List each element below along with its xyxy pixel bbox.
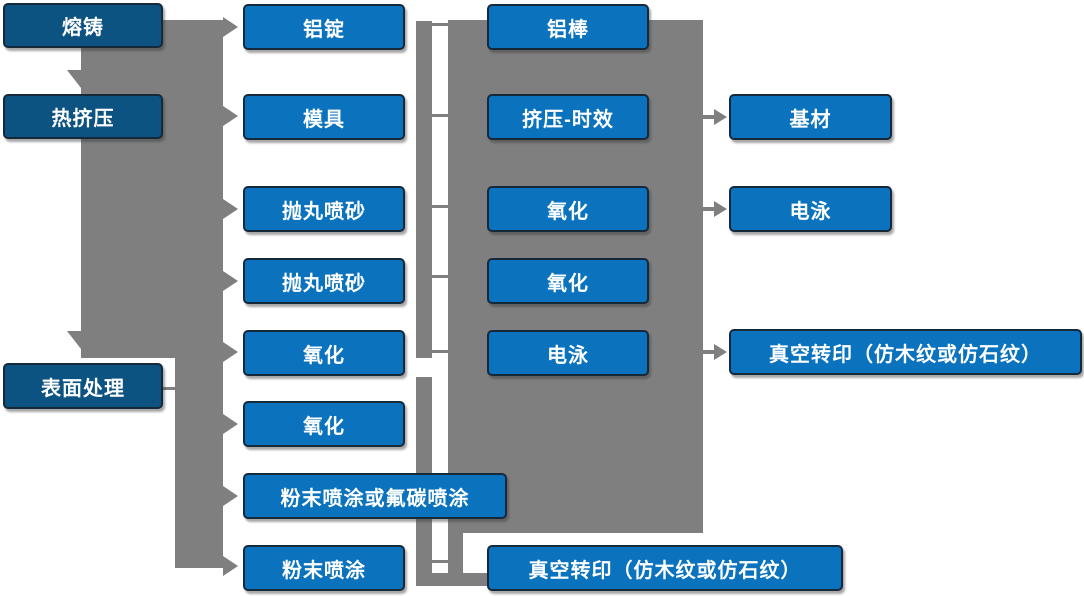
connector-bottom-bar [416, 573, 488, 586]
node-powder-or-fluorocarbon-coating: 粉末喷涂或氟碳喷涂 [243, 473, 507, 519]
node-melting-casting: 熔铸 [3, 3, 163, 48]
node-oxidation-c3-1: 氧化 [487, 186, 649, 232]
connector-surface-treatment-link [163, 387, 177, 390]
link-line-aluminum-rod [432, 23, 448, 26]
right-arrow-to-aluminum-ingot [223, 17, 238, 37]
node-shot-blasting-2: 抛丸喷砂 [243, 258, 405, 304]
node-aluminum-rod: 铝棒 [487, 4, 649, 50]
connector-left-lower-bar [175, 358, 223, 568]
link-line-vacuum-transfer-row [432, 560, 448, 563]
node-aluminum-ingot: 铝锭 [243, 4, 405, 50]
right-arrow-to-mold [223, 106, 238, 126]
right-arrow-to-oxidation-1 [223, 342, 238, 362]
node-oxidation-c2-1: 氧化 [243, 330, 405, 376]
node-oxidation-c3-2: 氧化 [487, 258, 649, 304]
small-arrow-head-electrophoresis [714, 201, 727, 217]
node-mold: 模具 [243, 94, 405, 140]
node-electrophoresis-c3: 电泳 [487, 330, 649, 376]
right-arrow-to-oxidation-2 [223, 414, 238, 434]
small-arrow-head-vacuum-transfer [714, 344, 727, 360]
small-arrow-head-base-material [714, 109, 727, 125]
node-extrusion-aging: 挤压-时效 [487, 94, 649, 140]
link-line-oxidation-row4 [432, 275, 448, 278]
connector-right-block-extension [448, 533, 463, 586]
right-arrow-to-powder-fluorocarbon [223, 486, 238, 506]
small-arrow-shaft-base-material [703, 115, 716, 119]
connector-left-block [81, 20, 223, 358]
node-powder-coating: 粉末喷涂 [243, 545, 405, 591]
down-arrow-to-hot-extrusion [67, 70, 95, 88]
node-surface-treatment: 表面处理 [3, 363, 163, 409]
link-line-oxidation-row3 [432, 205, 448, 208]
node-hot-extrusion: 热挤压 [3, 94, 163, 139]
connector-mid-bar-upper [416, 21, 432, 358]
node-oxidation-c2-2: 氧化 [243, 401, 405, 447]
link-line-extrusion-aging [432, 114, 448, 117]
node-electrophoresis-c4: 电泳 [729, 186, 892, 232]
node-shot-blasting-1: 抛丸喷砂 [243, 186, 405, 232]
small-arrow-shaft-vacuum-transfer [703, 350, 716, 354]
right-arrow-to-shot-blasting-1 [223, 199, 238, 219]
down-arrow-to-surface-treatment [67, 331, 95, 349]
right-arrow-to-powder-coating [223, 556, 238, 576]
small-arrow-shaft-electrophoresis [703, 207, 716, 211]
right-arrow-to-shot-blasting-2 [223, 271, 238, 291]
link-line-electrophoresis-row [432, 350, 448, 353]
node-vacuum-transfer-right: 真空转印（仿木纹或仿石纹） [729, 329, 1082, 375]
node-vacuum-transfer-bottom: 真空转印（仿木纹或仿石纹） [487, 545, 843, 591]
node-base-material: 基材 [729, 94, 892, 140]
